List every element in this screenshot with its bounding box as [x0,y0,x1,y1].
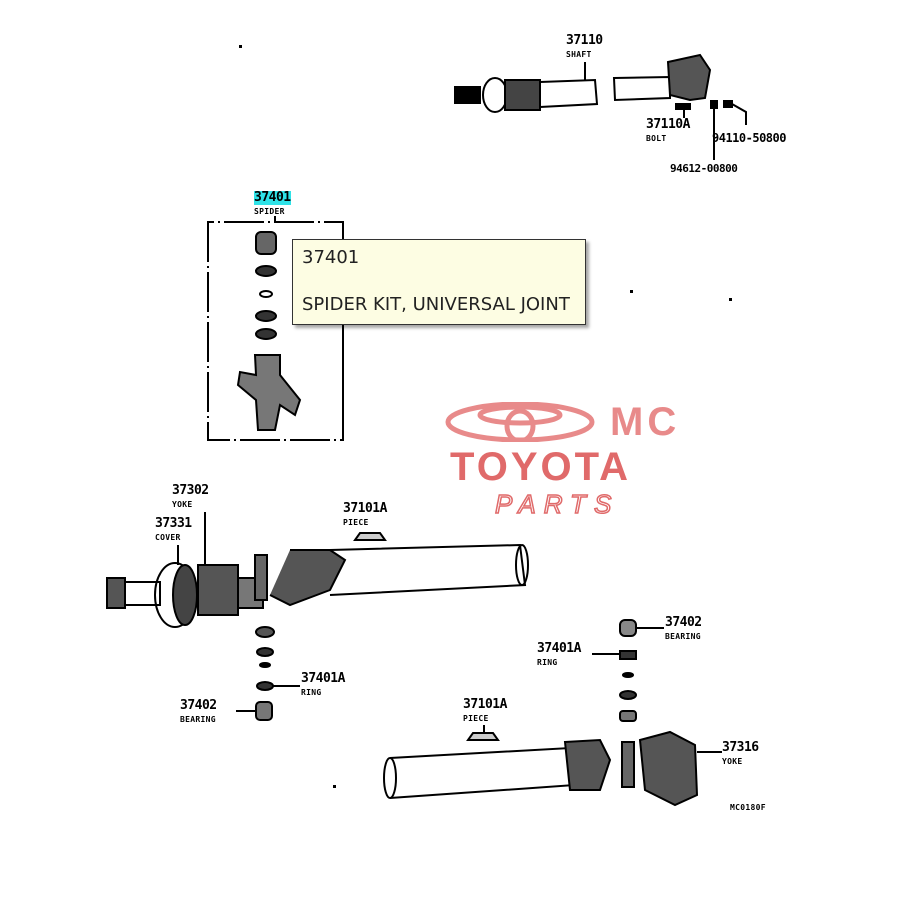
callout-label-bearing: BEARING [180,715,216,724]
watermark-mc: MC [610,400,681,444]
callout-yoke-rear: 37316 YOKE [722,740,759,767]
callout-label-cover: COVER [155,533,181,542]
figure-code-wrap: MC0180F [730,803,766,812]
toyota-emblem-icon [445,402,595,442]
callout-label-yoke: YOKE [172,500,193,509]
callout-37101a-upper[interactable]: 37101A [343,501,387,516]
callout-94612-00800[interactable]: 94612-00800 [670,162,738,175]
tooltip-part-number: 37401 [302,247,360,268]
callout-label-bolt: BOLT [646,134,667,143]
callout-cover: 37331 COVER [155,516,192,543]
shaft-assembly-drawing [454,53,747,160]
callout-37402-right[interactable]: 37402 [665,615,702,630]
callout-label-piece: PIECE [343,518,369,527]
callout-bearing-right: 37402 BEARING [665,615,702,642]
callout-piece-lower: 37101A PIECE [463,697,507,724]
front-driveshaft-drawing [106,512,529,721]
callout-37302[interactable]: 37302 [172,483,209,498]
callout-label-ring: RING [537,658,558,667]
watermark-parts: PARTS [494,489,620,519]
callout-bolt: 37110A BOLT [646,117,690,144]
watermark-toyota: TOYOTA [450,445,631,489]
callout-label-spider: SPIDER [254,207,285,216]
callout-37402-left[interactable]: 37402 [180,698,217,713]
callout-label-shaft: SHAFT [566,50,592,59]
watermark-row-emblem: MC [445,400,735,444]
callout-37101a-lower[interactable]: 37101A [463,697,507,712]
callout-yoke-front: 37302 YOKE [172,483,209,510]
tooltip-part-description: SPIDER KIT, UNIVERSAL JOINT [302,294,570,315]
figure-code: MC0180F [730,803,766,812]
callout-37331[interactable]: 37331 [155,516,192,531]
callout-label-bearing: BEARING [665,632,701,641]
callout-37316[interactable]: 37316 [722,740,759,755]
callout-37401a-left[interactable]: 37401A [301,671,345,686]
callout-37401-highlighted[interactable]: 37401 [254,190,291,205]
callout-bearing-left: 37402 BEARING [180,698,217,725]
part-tooltip: 37401 SPIDER KIT, UNIVERSAL JOINT [292,239,586,325]
callout-label-ring: RING [301,688,322,697]
callout-ring-left: 37401A RING [301,671,345,698]
callout-ring-right: 37401A RING [537,641,581,668]
callout-94110-50800[interactable]: 94110-50800 [712,131,786,145]
callout-washer: 94612-00800 [670,162,738,175]
callout-piece-upper: 37101A PIECE [343,501,387,528]
callout-label-piece: PIECE [463,714,489,723]
callout-37110a[interactable]: 37110A [646,117,690,132]
callout-37110[interactable]: 37110 [566,33,603,48]
callout-spider: 37401 SPIDER [254,191,291,216]
callout-nut: 94110-50800 [712,132,786,145]
watermark-logo: MC TOYOTA PARTS [445,400,735,519]
callout-37401a-right[interactable]: 37401A [537,641,581,656]
rear-driveshaft-drawing [383,619,722,807]
callout-shaft: 37110 SHAFT [566,33,603,60]
callout-label-yoke: YOKE [722,757,743,766]
